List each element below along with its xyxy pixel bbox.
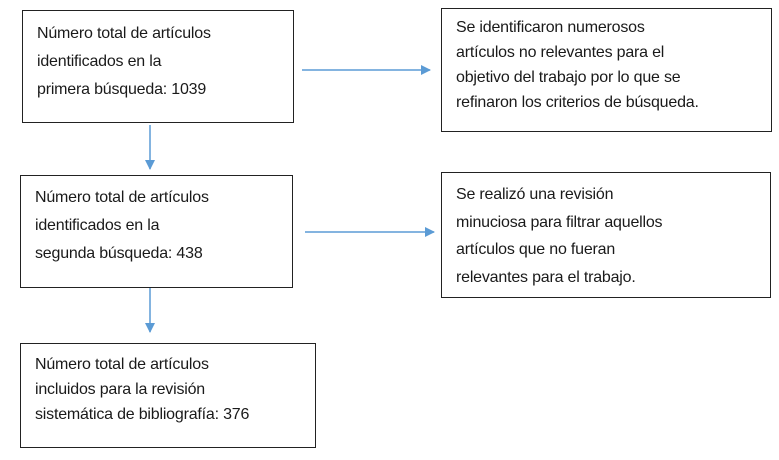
- box-line: identificados en la: [37, 53, 162, 70]
- box-line: identificados en la: [35, 217, 160, 234]
- box-line: Se identificaron numerosos: [456, 19, 645, 36]
- second-search-box: Número total de artículos identificados …: [20, 175, 293, 288]
- box-line: artículos no relevantes para el: [456, 44, 665, 61]
- box-line: objetivo del trabajo por lo que se: [456, 69, 681, 86]
- first-search-box: Número total de artículos identificados …: [22, 10, 294, 123]
- box-line: artículos que no fueran: [456, 241, 616, 258]
- box-line: refinaron los criterios de búsqueda.: [456, 94, 699, 111]
- box-line: primera búsqueda: 1039: [37, 81, 207, 98]
- box-line: Número total de artículos: [35, 356, 209, 373]
- box-line: relevantes para el trabajo.: [456, 268, 636, 286]
- box-line: incluidos para la revisión: [35, 381, 206, 398]
- box-line: sistemática de bibliografía: 376: [35, 406, 250, 423]
- box-line: segunda búsqueda: 438: [35, 245, 203, 262]
- second-note-box: Se realizó una revisión minuciosa para f…: [441, 172, 771, 298]
- first-note-box: Se identificaron numerosos artículos no …: [441, 8, 772, 132]
- box-line: Número total de artículos: [37, 25, 211, 42]
- box-line: Número total de artículos: [35, 189, 209, 206]
- box-line: minuciosa para filtrar aquellos: [456, 213, 663, 231]
- final-inclusion-box: Número total de artículos incluidos para…: [20, 343, 316, 448]
- box-line: Se realizó una revisión: [456, 186, 614, 203]
